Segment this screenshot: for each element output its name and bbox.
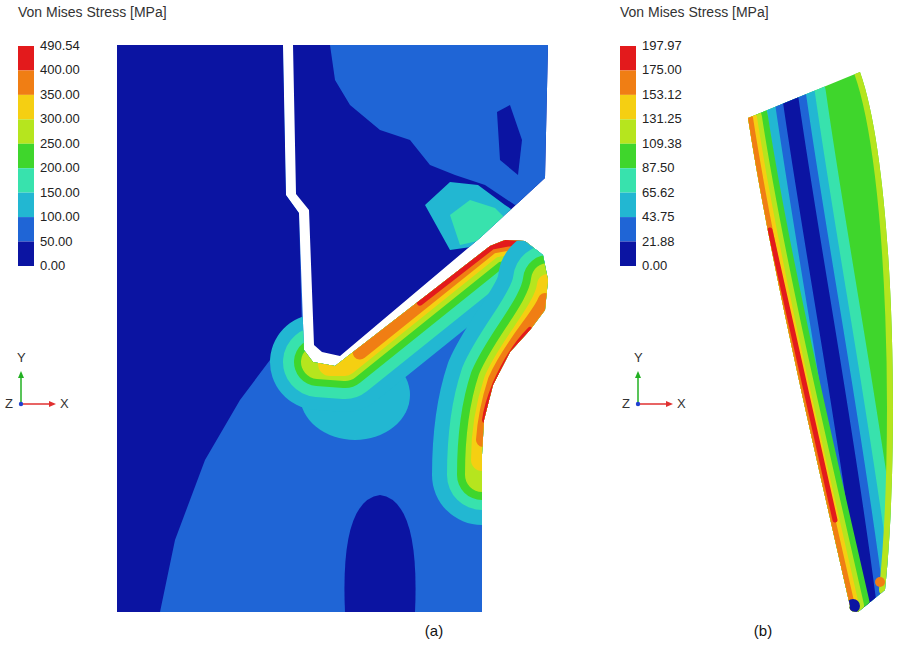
axis-label: Y	[17, 350, 26, 366]
scale-value: 43.75	[642, 209, 675, 225]
legend-title: Von Mises Stress [MPa]	[620, 4, 769, 20]
panel-label: (b)	[754, 623, 772, 639]
legend-title: Von Mises Stress [MPa]	[18, 4, 167, 20]
contour-body	[110, 40, 560, 620]
scale-value: 490.54	[40, 38, 80, 54]
scale-value: 250.00	[40, 136, 80, 152]
panel-label: (a)	[425, 623, 443, 639]
axis-triad	[635, 371, 673, 407]
scale-value: 50.00	[40, 234, 73, 250]
scale-value: 87.50	[642, 160, 675, 176]
contour-beam	[740, 60, 898, 620]
axis-label: X	[677, 396, 686, 412]
contour-block	[285, 40, 555, 370]
scale-value: 131.25	[642, 111, 682, 127]
scale-value: 21.88	[642, 234, 675, 250]
scale-value: 150.00	[40, 185, 80, 201]
scale-value: 175.00	[642, 62, 682, 78]
scale-value: 0.00	[642, 258, 667, 274]
color-bar	[620, 46, 636, 266]
axis-triad	[18, 371, 56, 407]
scale-value: 197.97	[642, 38, 682, 54]
scale-value: 350.00	[40, 87, 80, 103]
scale-value: 153.12	[642, 87, 682, 103]
axis-label: Z	[622, 396, 630, 412]
scale-value: 0.00	[40, 258, 65, 274]
scale-value: 109.38	[642, 136, 682, 152]
axis-label: Z	[5, 396, 13, 412]
scale-value: 65.62	[642, 185, 675, 201]
scale-value: 200.00	[40, 160, 80, 176]
color-bar	[18, 46, 34, 266]
axis-label: X	[60, 396, 69, 412]
scale-value: 300.00	[40, 111, 80, 127]
scale-value: 100.00	[40, 209, 80, 225]
scale-value: 400.00	[40, 62, 80, 78]
axis-label: Y	[634, 350, 643, 366]
